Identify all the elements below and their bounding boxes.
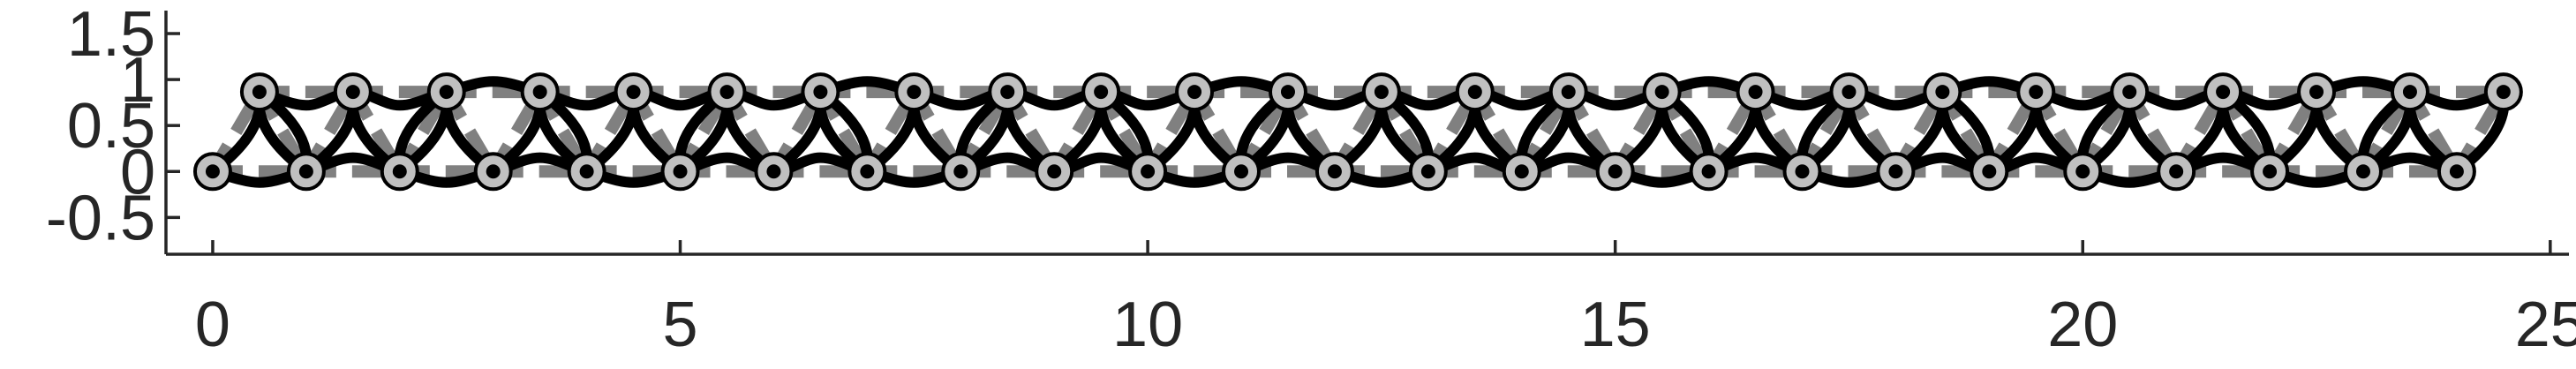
- truss-node-center: [252, 85, 267, 100]
- truss-node-center: [2075, 164, 2090, 179]
- truss-node-center: [953, 164, 968, 179]
- truss-node-center: [2169, 164, 2184, 179]
- y-tick-label: 0.5: [67, 91, 155, 162]
- truss-node-center: [1608, 164, 1623, 179]
- truss-node-center: [1141, 164, 1156, 179]
- truss-node-center: [2449, 164, 2464, 179]
- truss-node-center: [1234, 164, 1249, 179]
- x-tick-label: 25: [2515, 290, 2576, 360]
- truss-node-center: [1514, 164, 1529, 179]
- truss-node-center: [2402, 85, 2417, 100]
- y-tick-label: 1.5: [67, 0, 155, 70]
- x-tick-label: 20: [2047, 290, 2118, 360]
- truss-node-center: [1795, 164, 1810, 179]
- plot-area: [192, 72, 2523, 192]
- truss-node-center: [719, 85, 734, 100]
- x-tick-label: 10: [1112, 290, 1183, 360]
- truss-node-center: [1654, 85, 1669, 100]
- truss-node-center: [2355, 164, 2370, 179]
- truss-node-center: [532, 85, 547, 100]
- truss-node-center: [2263, 164, 2278, 179]
- y-axis-ticks: -0.500.511.5: [46, 0, 180, 253]
- truss-node-center: [1982, 164, 1997, 179]
- truss-node-center: [2309, 85, 2324, 100]
- truss-node-center: [1888, 164, 1903, 179]
- truss-node-center: [860, 164, 875, 179]
- x-tick-label: 0: [195, 290, 230, 360]
- x-tick-label: 15: [1580, 290, 1651, 360]
- x-tick-label: 5: [663, 290, 698, 360]
- truss-node-center: [2216, 85, 2231, 100]
- truss-node-center: [1935, 85, 1950, 100]
- truss-node-center: [1280, 85, 1295, 100]
- truss-node-center: [1374, 85, 1389, 100]
- y-tick-label: 0: [120, 137, 155, 207]
- truss-node-center: [766, 164, 781, 179]
- y-tick-label: -0.5: [46, 183, 155, 253]
- truss-node-center: [298, 164, 313, 179]
- truss-node-center: [2122, 85, 2137, 100]
- truss-node-center: [1420, 164, 1435, 179]
- truss-node-center: [1701, 164, 1716, 179]
- truss-node-center: [345, 85, 360, 100]
- truss-node-center: [392, 164, 407, 179]
- truss-node-center: [2496, 85, 2511, 100]
- truss-node-center: [2029, 85, 2044, 100]
- truss-node-center: [579, 164, 594, 179]
- x-axis-ticks: 0 5 10 15 20 25: [195, 240, 2576, 360]
- y-tick-label: 1: [120, 45, 155, 116]
- truss-node-center: [813, 85, 828, 100]
- truss-nodes: [192, 72, 2523, 192]
- truss-node-center: [439, 85, 454, 100]
- truss-node-center: [907, 85, 922, 100]
- truss-node-center: [1842, 85, 1857, 100]
- truss-node-center: [626, 85, 641, 100]
- truss-node-center: [1047, 164, 1062, 179]
- truss-node-center: [1748, 85, 1763, 100]
- truss-node-center: [1327, 164, 1342, 179]
- truss-node-center: [673, 164, 688, 179]
- truss-node-center: [1187, 85, 1202, 100]
- truss-node-center: [1561, 85, 1576, 100]
- truss-node-center: [1467, 85, 1482, 100]
- truss-node-center: [486, 164, 501, 179]
- truss-node-center: [205, 164, 220, 179]
- truss-node-center: [1000, 85, 1015, 100]
- truss-node-center: [1094, 85, 1109, 100]
